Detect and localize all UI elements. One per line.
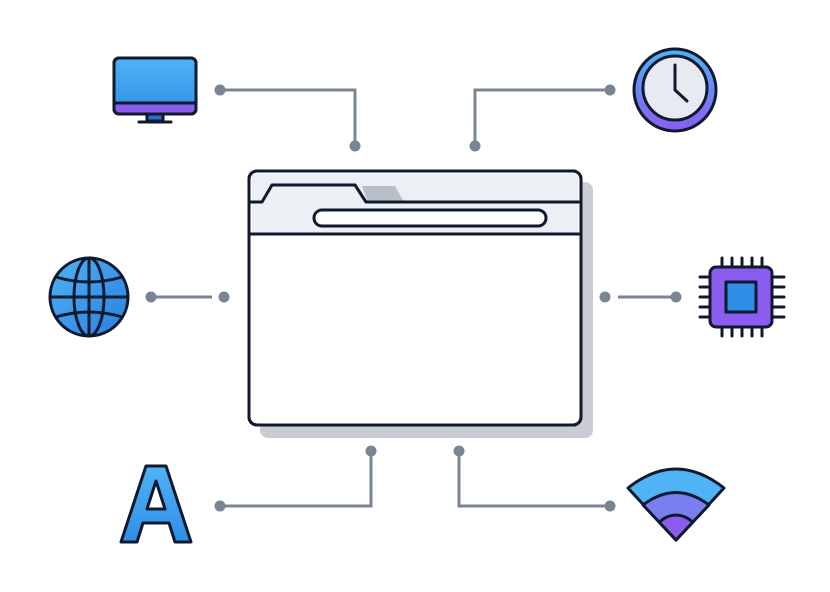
address-bar	[312, 208, 548, 228]
chip-icon	[698, 256, 786, 338]
monitor-icon	[112, 56, 198, 124]
connector-dot	[670, 291, 682, 303]
globe-icon	[48, 256, 130, 338]
browser-window-icon	[247, 169, 593, 438]
connector-dot	[453, 445, 465, 457]
connector-clock	[469, 84, 616, 152]
connector-dot	[599, 291, 611, 303]
font-letter-icon	[119, 464, 193, 544]
connector-dot	[214, 84, 226, 96]
connector-dot	[214, 500, 226, 512]
connector-dot	[604, 500, 616, 512]
connector-dot	[604, 84, 616, 96]
connector-monitor	[214, 84, 361, 152]
connector-globe	[145, 291, 230, 303]
clock-icon	[632, 47, 718, 133]
window-tab-active	[249, 183, 582, 204]
window-tab-inactive	[362, 186, 404, 202]
connector-dot	[365, 445, 377, 457]
connector-dot	[145, 291, 157, 303]
connector-dot	[349, 140, 361, 152]
connector-dot	[469, 140, 481, 152]
connector-chip	[599, 291, 682, 303]
window-border	[247, 169, 583, 427]
connector-wifi	[453, 445, 616, 512]
wifi-icon	[626, 467, 726, 542]
connector-font	[214, 445, 377, 512]
connector-dot	[218, 291, 230, 303]
